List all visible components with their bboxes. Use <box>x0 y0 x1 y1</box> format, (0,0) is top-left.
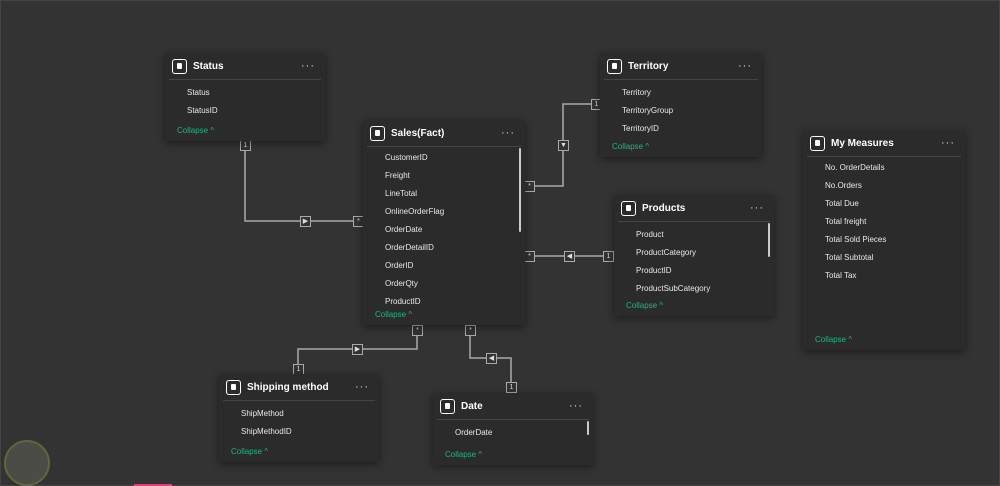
scrollbar[interactable] <box>519 148 521 232</box>
filter-direction-right-icon: ▶ <box>352 344 363 355</box>
field-item[interactable]: Freight <box>385 171 410 180</box>
field-item[interactable]: OrderDate <box>455 428 493 437</box>
field-item[interactable]: StatusID <box>187 106 218 115</box>
filter-direction-left-icon: ◀ <box>486 353 497 364</box>
cardinality-many-marker: * <box>524 181 535 192</box>
more-options-icon[interactable]: ··· <box>941 137 955 149</box>
field-item[interactable]: Product <box>636 230 664 239</box>
table-card-my-measures[interactable]: My Measures ··· No. OrderDetails No.Order… <box>803 130 965 350</box>
bottom-accent-bar <box>134 484 172 486</box>
collapse-button[interactable]: Collapse ^ <box>612 142 650 151</box>
table-icon <box>621 200 636 216</box>
measure-item[interactable]: No. OrderDetails <box>825 163 885 172</box>
field-item[interactable]: ProductID <box>385 297 421 306</box>
cardinality-many-marker: * <box>524 251 535 262</box>
field-item[interactable]: TerritoryID <box>622 124 659 133</box>
table-title: Sales(Fact) <box>391 127 445 139</box>
table-icon <box>370 125 385 141</box>
table-title: Status <box>193 60 224 72</box>
scrollbar[interactable] <box>768 223 770 257</box>
table-title: Shipping method <box>247 381 329 393</box>
collapse-button[interactable]: Collapse ^ <box>626 301 664 310</box>
measure-item[interactable]: Total Due <box>825 199 859 208</box>
measure-item[interactable]: Total freight <box>825 217 867 226</box>
cardinality-one-marker: 1 <box>240 140 251 151</box>
field-item[interactable]: OnlineOrderFlag <box>385 207 445 216</box>
table-card-date[interactable]: Date ··· OrderDate Collapse ^ <box>433 393 593 465</box>
field-item[interactable]: OrderDetailID <box>385 243 434 252</box>
collapse-button[interactable]: Collapse ^ <box>815 335 853 344</box>
collapse-button[interactable]: Collapse ^ <box>177 126 215 135</box>
cardinality-many-marker: * <box>412 325 423 336</box>
cardinality-many-marker: * <box>465 325 476 336</box>
table-title: Products <box>642 202 686 214</box>
table-icon <box>226 379 241 395</box>
filter-direction-down-icon: ▼ <box>558 140 569 151</box>
more-options-icon[interactable]: ··· <box>569 400 583 412</box>
more-options-icon[interactable]: ··· <box>738 60 752 72</box>
measure-item[interactable]: Total Tax <box>825 271 857 280</box>
field-item[interactable]: OrderID <box>385 261 414 270</box>
filter-direction-right-icon: ▶ <box>300 216 311 227</box>
field-item[interactable]: OrderQty <box>385 279 418 288</box>
rel-status-sales <box>244 150 354 222</box>
table-title: Date <box>461 400 483 412</box>
table-icon <box>607 58 622 74</box>
table-title: Territory <box>628 60 669 72</box>
table-card-status[interactable]: Status ··· Status StatusID Collapse ^ <box>165 53 325 141</box>
field-item[interactable]: CustomerID <box>385 153 428 162</box>
collapse-button[interactable]: Collapse ^ <box>231 447 269 456</box>
field-item[interactable]: LineTotal <box>385 189 418 198</box>
table-icon <box>172 58 187 74</box>
field-item[interactable]: ShipMethodID <box>241 427 292 436</box>
measure-item[interactable]: Total Sold Pieces <box>825 235 887 244</box>
filter-direction-left-icon: ◀ <box>564 251 575 262</box>
more-options-icon[interactable]: ··· <box>301 60 315 72</box>
collapse-button[interactable]: Collapse ^ <box>445 450 483 459</box>
field-item[interactable]: ProductCategory <box>636 248 697 257</box>
table-card-sales-fact[interactable]: Sales(Fact) ··· CustomerID Freight LineTo… <box>363 120 525 325</box>
table-card-shipping-method[interactable]: Shipping method ··· ShipMethod ShipMethod… <box>219 374 379 462</box>
more-options-icon[interactable]: ··· <box>501 127 515 139</box>
measure-item[interactable]: Total Subtotal <box>825 253 874 262</box>
field-item[interactable]: ShipMethod <box>241 409 284 418</box>
measure-item[interactable]: No.Orders <box>825 181 862 190</box>
cardinality-one-marker: 1 <box>506 382 517 393</box>
collapse-button[interactable]: Collapse ^ <box>375 310 413 319</box>
watermark-logo <box>4 440 50 486</box>
field-item[interactable]: Territory <box>622 88 651 97</box>
table-icon <box>810 135 825 151</box>
scrollbar[interactable] <box>587 421 589 435</box>
field-item[interactable]: TerritoryGroup <box>622 106 674 115</box>
table-card-products[interactable]: Products ··· Product ProductCategory Prod… <box>614 195 774 316</box>
field-item[interactable]: Status <box>187 88 210 97</box>
field-item[interactable]: ProductID <box>636 266 672 275</box>
table-title: My Measures <box>831 137 894 149</box>
more-options-icon[interactable]: ··· <box>750 202 764 214</box>
table-icon <box>440 398 455 414</box>
cardinality-one-marker: 1 <box>603 251 614 262</box>
field-item[interactable]: OrderDate <box>385 225 423 234</box>
more-options-icon[interactable]: ··· <box>355 381 369 393</box>
field-item[interactable]: ProductSubCategory <box>636 284 711 293</box>
table-card-territory[interactable]: Territory ··· Territory TerritoryGroup Te… <box>600 53 762 157</box>
